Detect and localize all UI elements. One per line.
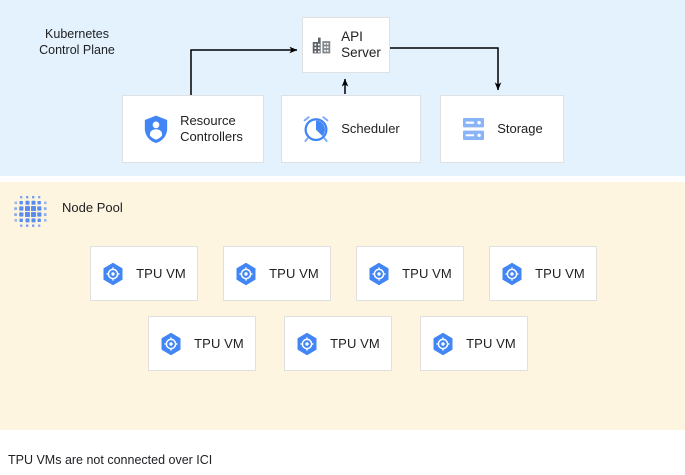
building-icon [311, 35, 332, 56]
tpu-vm-label: TPU VM [330, 335, 380, 351]
api-server-card[interactable]: API Server [302, 17, 390, 73]
footer-note: TPU VMs are not connected over ICI [8, 453, 213, 467]
tpu-vm-card[interactable]: TPU VM [148, 316, 256, 371]
tpu-vm-label: TPU VM [136, 265, 186, 281]
resource-controllers-label: Resource Controllers [180, 113, 243, 144]
tpu-vm-card[interactable]: TPU VM [356, 246, 464, 301]
node-pool-band [0, 182, 685, 430]
hexagon-gear-icon [160, 332, 182, 356]
storage-label: Storage [497, 121, 543, 136]
api-server-label: API Server [341, 29, 381, 60]
dot-matrix-icon [11, 192, 53, 234]
scheduler-label: Scheduler [341, 121, 400, 136]
scheduler-card[interactable]: Scheduler [281, 95, 421, 163]
tpu-vm-card[interactable]: TPU VM [223, 246, 331, 301]
tpu-vm-label: TPU VM [194, 335, 244, 351]
hexagon-gear-icon [296, 332, 318, 356]
tpu-vm-card[interactable]: TPU VM [489, 246, 597, 301]
tpu-vm-card[interactable]: TPU VM [420, 316, 528, 371]
hexagon-gear-icon [432, 332, 454, 356]
hexagon-gear-icon [368, 262, 390, 286]
shield-person-icon [143, 115, 169, 144]
hexagon-gear-icon [102, 262, 124, 286]
hexagon-gear-icon [501, 262, 523, 286]
resource-controllers-card[interactable]: Resource Controllers [122, 95, 264, 163]
tpu-vm-label: TPU VM [535, 265, 585, 281]
tpu-vm-card[interactable]: TPU VM [90, 246, 198, 301]
tpu-vm-label: TPU VM [402, 265, 452, 281]
tpu-vm-label: TPU VM [269, 265, 319, 281]
server-rack-icon [461, 116, 486, 142]
node-pool-title: Node Pool [62, 200, 123, 215]
hexagon-gear-icon [235, 262, 257, 286]
storage-card[interactable]: Storage [440, 95, 564, 163]
tpu-vm-label: TPU VM [466, 335, 516, 351]
alarm-clock-icon [302, 115, 330, 143]
control-plane-title: Kubernetes Control Plane [39, 27, 115, 57]
tpu-vm-card[interactable]: TPU VM [284, 316, 392, 371]
